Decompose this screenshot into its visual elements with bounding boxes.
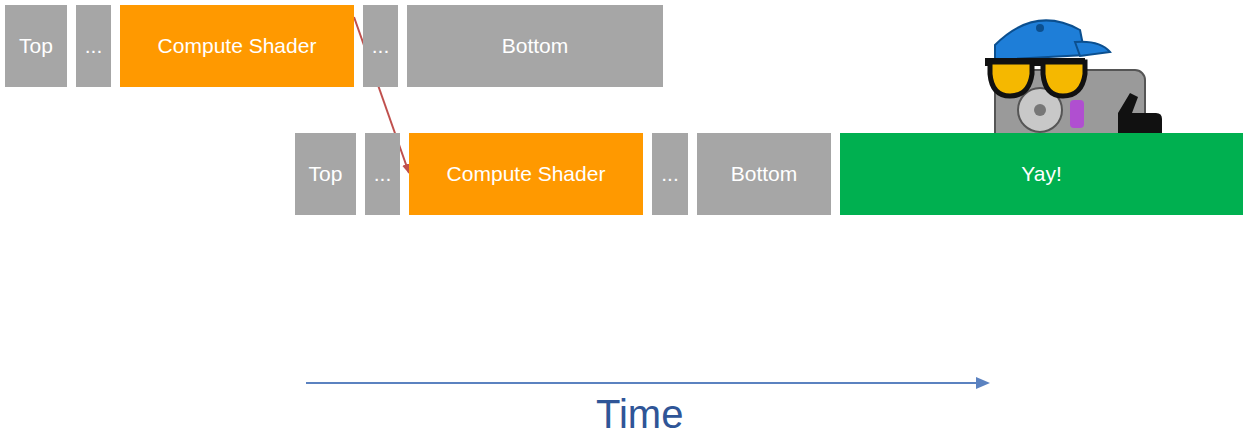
box-label: Top [309,162,343,186]
ellipsis-box: ... [363,5,398,87]
box-label: ... [372,34,390,58]
box-label: ... [85,34,103,58]
gpu-mascot [985,20,1162,150]
stage-box: Top [295,133,356,215]
box-label: Top [19,34,53,58]
box-label: Bottom [502,34,569,58]
ellipsis-box: ... [76,5,111,87]
result-box: Yay! [840,133,1243,215]
stage-box: Top [5,5,67,87]
time-axis [306,382,978,384]
ellipsis-box: ... [365,133,400,215]
ellipsis-box: ... [652,133,688,215]
box-label: Bottom [731,162,798,186]
stage-box: Bottom [407,5,663,87]
box-label: Compute Shader [158,34,317,58]
compute-shader-box: Compute Shader [409,133,643,215]
time-arrowhead [976,377,990,389]
box-label: ... [374,162,392,186]
box-label: Yay! [1021,162,1061,186]
stage-box: Bottom [697,133,831,215]
compute-shader-box: Compute Shader [120,5,354,87]
box-label: Compute Shader [447,162,606,186]
box-label: ... [661,162,679,186]
axis-label: Time [596,392,683,437]
